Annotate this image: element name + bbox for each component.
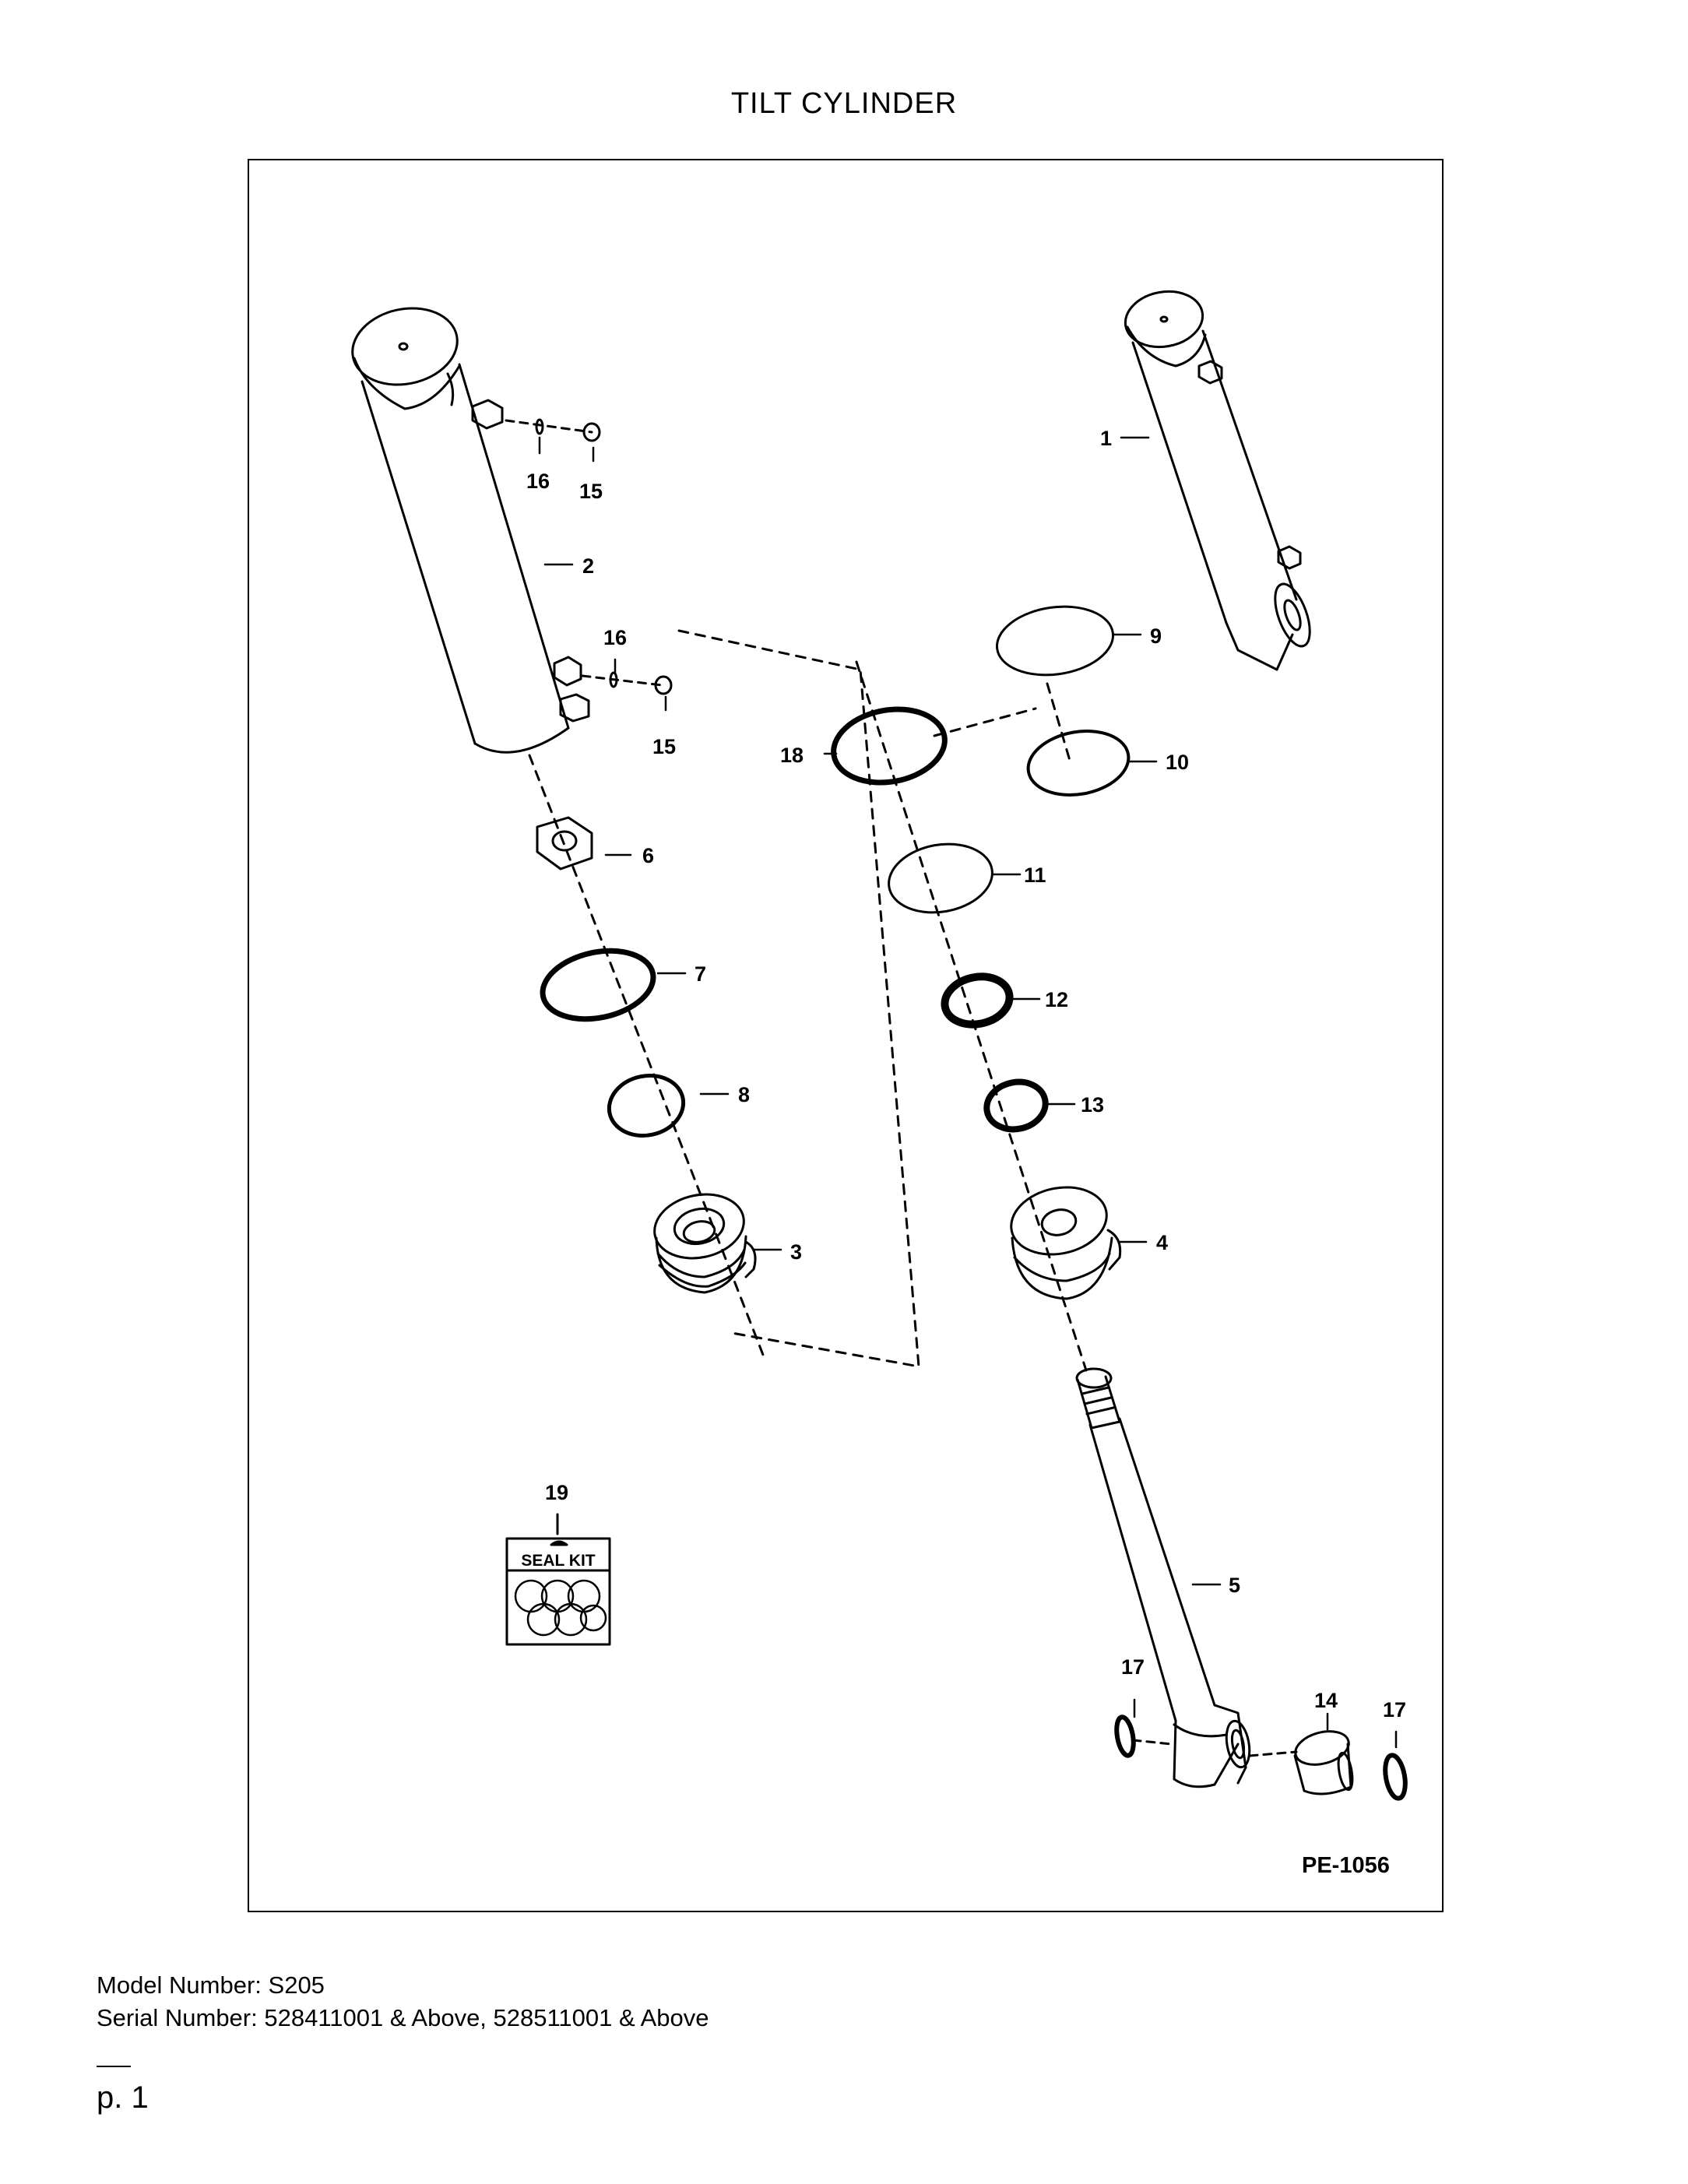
- callout-16-lower: 16: [603, 626, 627, 649]
- piston-rod: [1075, 1367, 1251, 1788]
- gland: [1010, 1186, 1122, 1300]
- page-number: p. 1: [97, 2080, 149, 2115]
- callout-17-right: 17: [1383, 1698, 1406, 1722]
- callout-15-lower: 15: [652, 735, 676, 758]
- callout-5: 5: [1229, 1574, 1240, 1597]
- serial-number: Serial Number: 528411001 & Above, 528511…: [97, 2004, 709, 2031]
- callout-4: 4: [1156, 1231, 1168, 1254]
- callout-18: 18: [780, 744, 804, 767]
- callout-7: 7: [695, 962, 706, 986]
- drawing-id: PE-1056: [1302, 1853, 1390, 1878]
- callout-11: 11: [1024, 863, 1046, 887]
- page-title: TILT CYLINDER: [730, 87, 958, 120]
- callout-10: 10: [1166, 751, 1189, 774]
- callout-15-upper: 15: [579, 480, 603, 503]
- cylinder-barrel: [351, 307, 590, 754]
- model-number: Model Number: S205: [97, 1971, 325, 1999]
- page-number-rule: [97, 2066, 131, 2067]
- assembled-cylinder: [1124, 290, 1311, 671]
- seal-kit-box: [505, 1537, 611, 1646]
- callout-16-upper: 16: [526, 470, 550, 493]
- callout-17-left: 17: [1121, 1655, 1145, 1679]
- callout-9: 9: [1150, 624, 1162, 648]
- piston: [653, 1193, 757, 1294]
- callout-6: 6: [642, 844, 654, 867]
- callout-3: 3: [790, 1240, 802, 1264]
- callout-1: 1: [1100, 427, 1112, 450]
- bushing: [1293, 1730, 1354, 1795]
- seal-kit-label: SEAL KIT: [521, 1552, 595, 1570]
- callout-19: 19: [545, 1481, 568, 1504]
- callout-12: 12: [1045, 988, 1068, 1011]
- callout-8: 8: [738, 1083, 750, 1106]
- callout-13: 13: [1081, 1093, 1104, 1117]
- diagram-frame: [248, 159, 1444, 1912]
- callout-14: 14: [1314, 1689, 1338, 1712]
- callout-2: 2: [582, 554, 594, 578]
